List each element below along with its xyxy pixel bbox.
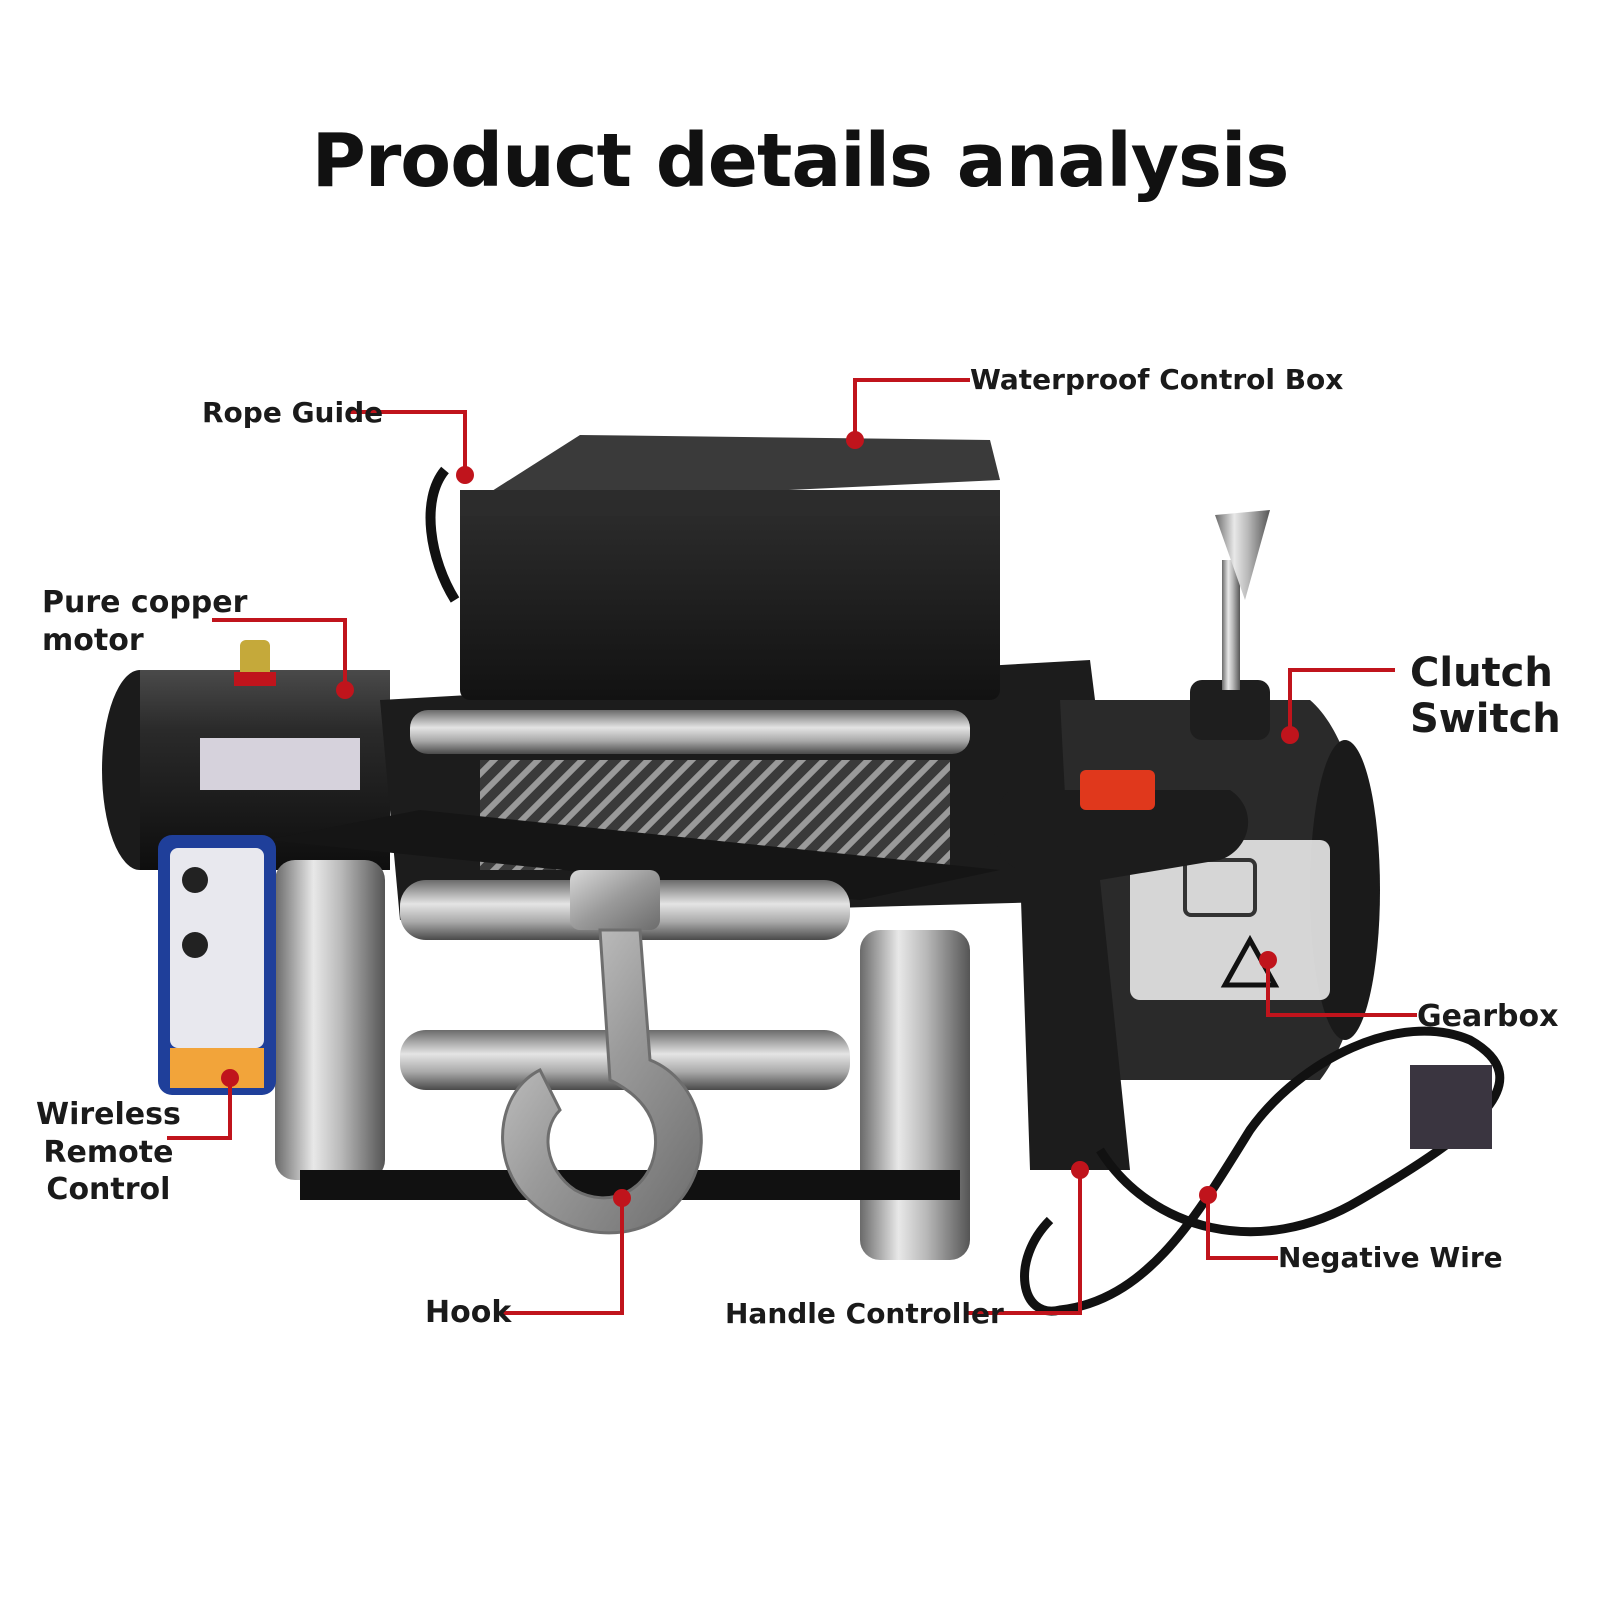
label-rope-guide: Rope Guide	[202, 396, 384, 429]
leader-lines	[167, 378, 1417, 1315]
label-clutch-line-2: Switch	[1410, 696, 1561, 742]
cable-plug	[1410, 1065, 1492, 1149]
label-clutch-switch: Clutch Switch	[1410, 650, 1561, 742]
label-remote-line-2: Remote	[43, 1134, 174, 1170]
label-negative-wire: Negative Wire	[1278, 1241, 1503, 1274]
hook-body	[501, 870, 703, 1235]
remote-body	[158, 835, 276, 1095]
label-remote-line-1: Wireless	[36, 1097, 181, 1132]
label-handle-controller: Handle Controller	[725, 1297, 1004, 1330]
page-title: Product details analysis	[311, 118, 1290, 204]
control-box	[425, 435, 1000, 700]
handle-controller-body	[993, 770, 1249, 1170]
label-gearbox: Gearbox	[1417, 999, 1559, 1034]
clutch-lever	[1190, 510, 1270, 740]
power-cable	[1020, 1026, 1505, 1316]
label-motor-line-1: Pure copper	[42, 585, 248, 620]
label-remote-line-3: Control	[46, 1172, 171, 1207]
label-control-box: Waterproof Control Box	[970, 363, 1344, 396]
label-remote: Wireless Remote Control	[36, 1096, 181, 1209]
leader-dots	[221, 431, 1299, 1207]
label-clutch-line-1: Clutch	[1410, 650, 1553, 696]
label-hook: Hook	[425, 1295, 512, 1330]
label-motor-line-2: motor	[42, 622, 144, 658]
label-motor: Pure copper motor	[42, 584, 247, 659]
